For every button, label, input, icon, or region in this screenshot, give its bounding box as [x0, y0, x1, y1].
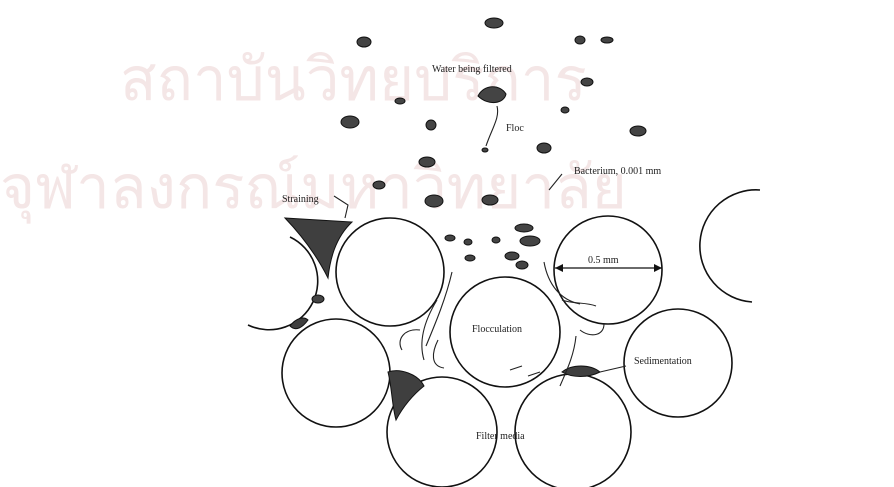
floc: [395, 98, 405, 104]
floc: [492, 237, 500, 243]
watermark-line-2: จุฬาลงกรณ์มหาวิทยาลัย: [0, 153, 627, 224]
floc: [419, 157, 435, 167]
partial-grain-right: [700, 190, 760, 302]
floc: [581, 78, 593, 86]
floc: [630, 126, 646, 136]
flow-eddy: [433, 340, 444, 368]
floc: [312, 295, 324, 303]
label-straining: Straining: [282, 194, 319, 205]
grain-upper-right: [554, 216, 662, 324]
floc: [482, 148, 488, 152]
floc: [426, 120, 436, 130]
floc: [601, 37, 613, 43]
flow-eddy: [400, 330, 420, 350]
floc: [515, 224, 533, 232]
floc: [373, 181, 385, 189]
floc: [341, 116, 359, 128]
label-sedimentation: Sedimentation: [634, 356, 692, 367]
floc: [561, 107, 569, 113]
floc: [425, 195, 443, 207]
floc: [520, 236, 540, 246]
floc: [537, 143, 551, 153]
floc: [464, 239, 472, 245]
floc: [575, 36, 585, 44]
sedimentation-pointer: [600, 366, 626, 372]
floc: [505, 252, 519, 260]
grain-bottom-right: [515, 374, 631, 487]
label-water-being-filtered: Water being filtered: [432, 64, 512, 75]
watermark-line-1: สถาบันวิทยบริการ: [120, 45, 587, 115]
partial-grain-left: [248, 237, 318, 330]
grain-upper-left: [336, 218, 444, 326]
label-flocculation: Flocculation: [472, 324, 522, 335]
label-bacterium: Bacterium, 0.001 mm: [574, 166, 661, 177]
label-grain-size: 0.5 mm: [588, 255, 619, 266]
label-filter-media: Filter media: [476, 431, 525, 442]
grain-lower-left: [282, 319, 390, 427]
floc: [445, 235, 455, 241]
floc: [485, 18, 503, 28]
floc: [482, 195, 498, 205]
floc: [465, 255, 475, 261]
label-floc: Floc: [506, 123, 524, 134]
flow-eddy: [580, 324, 604, 335]
floc: [357, 37, 371, 47]
floc: [516, 261, 528, 269]
